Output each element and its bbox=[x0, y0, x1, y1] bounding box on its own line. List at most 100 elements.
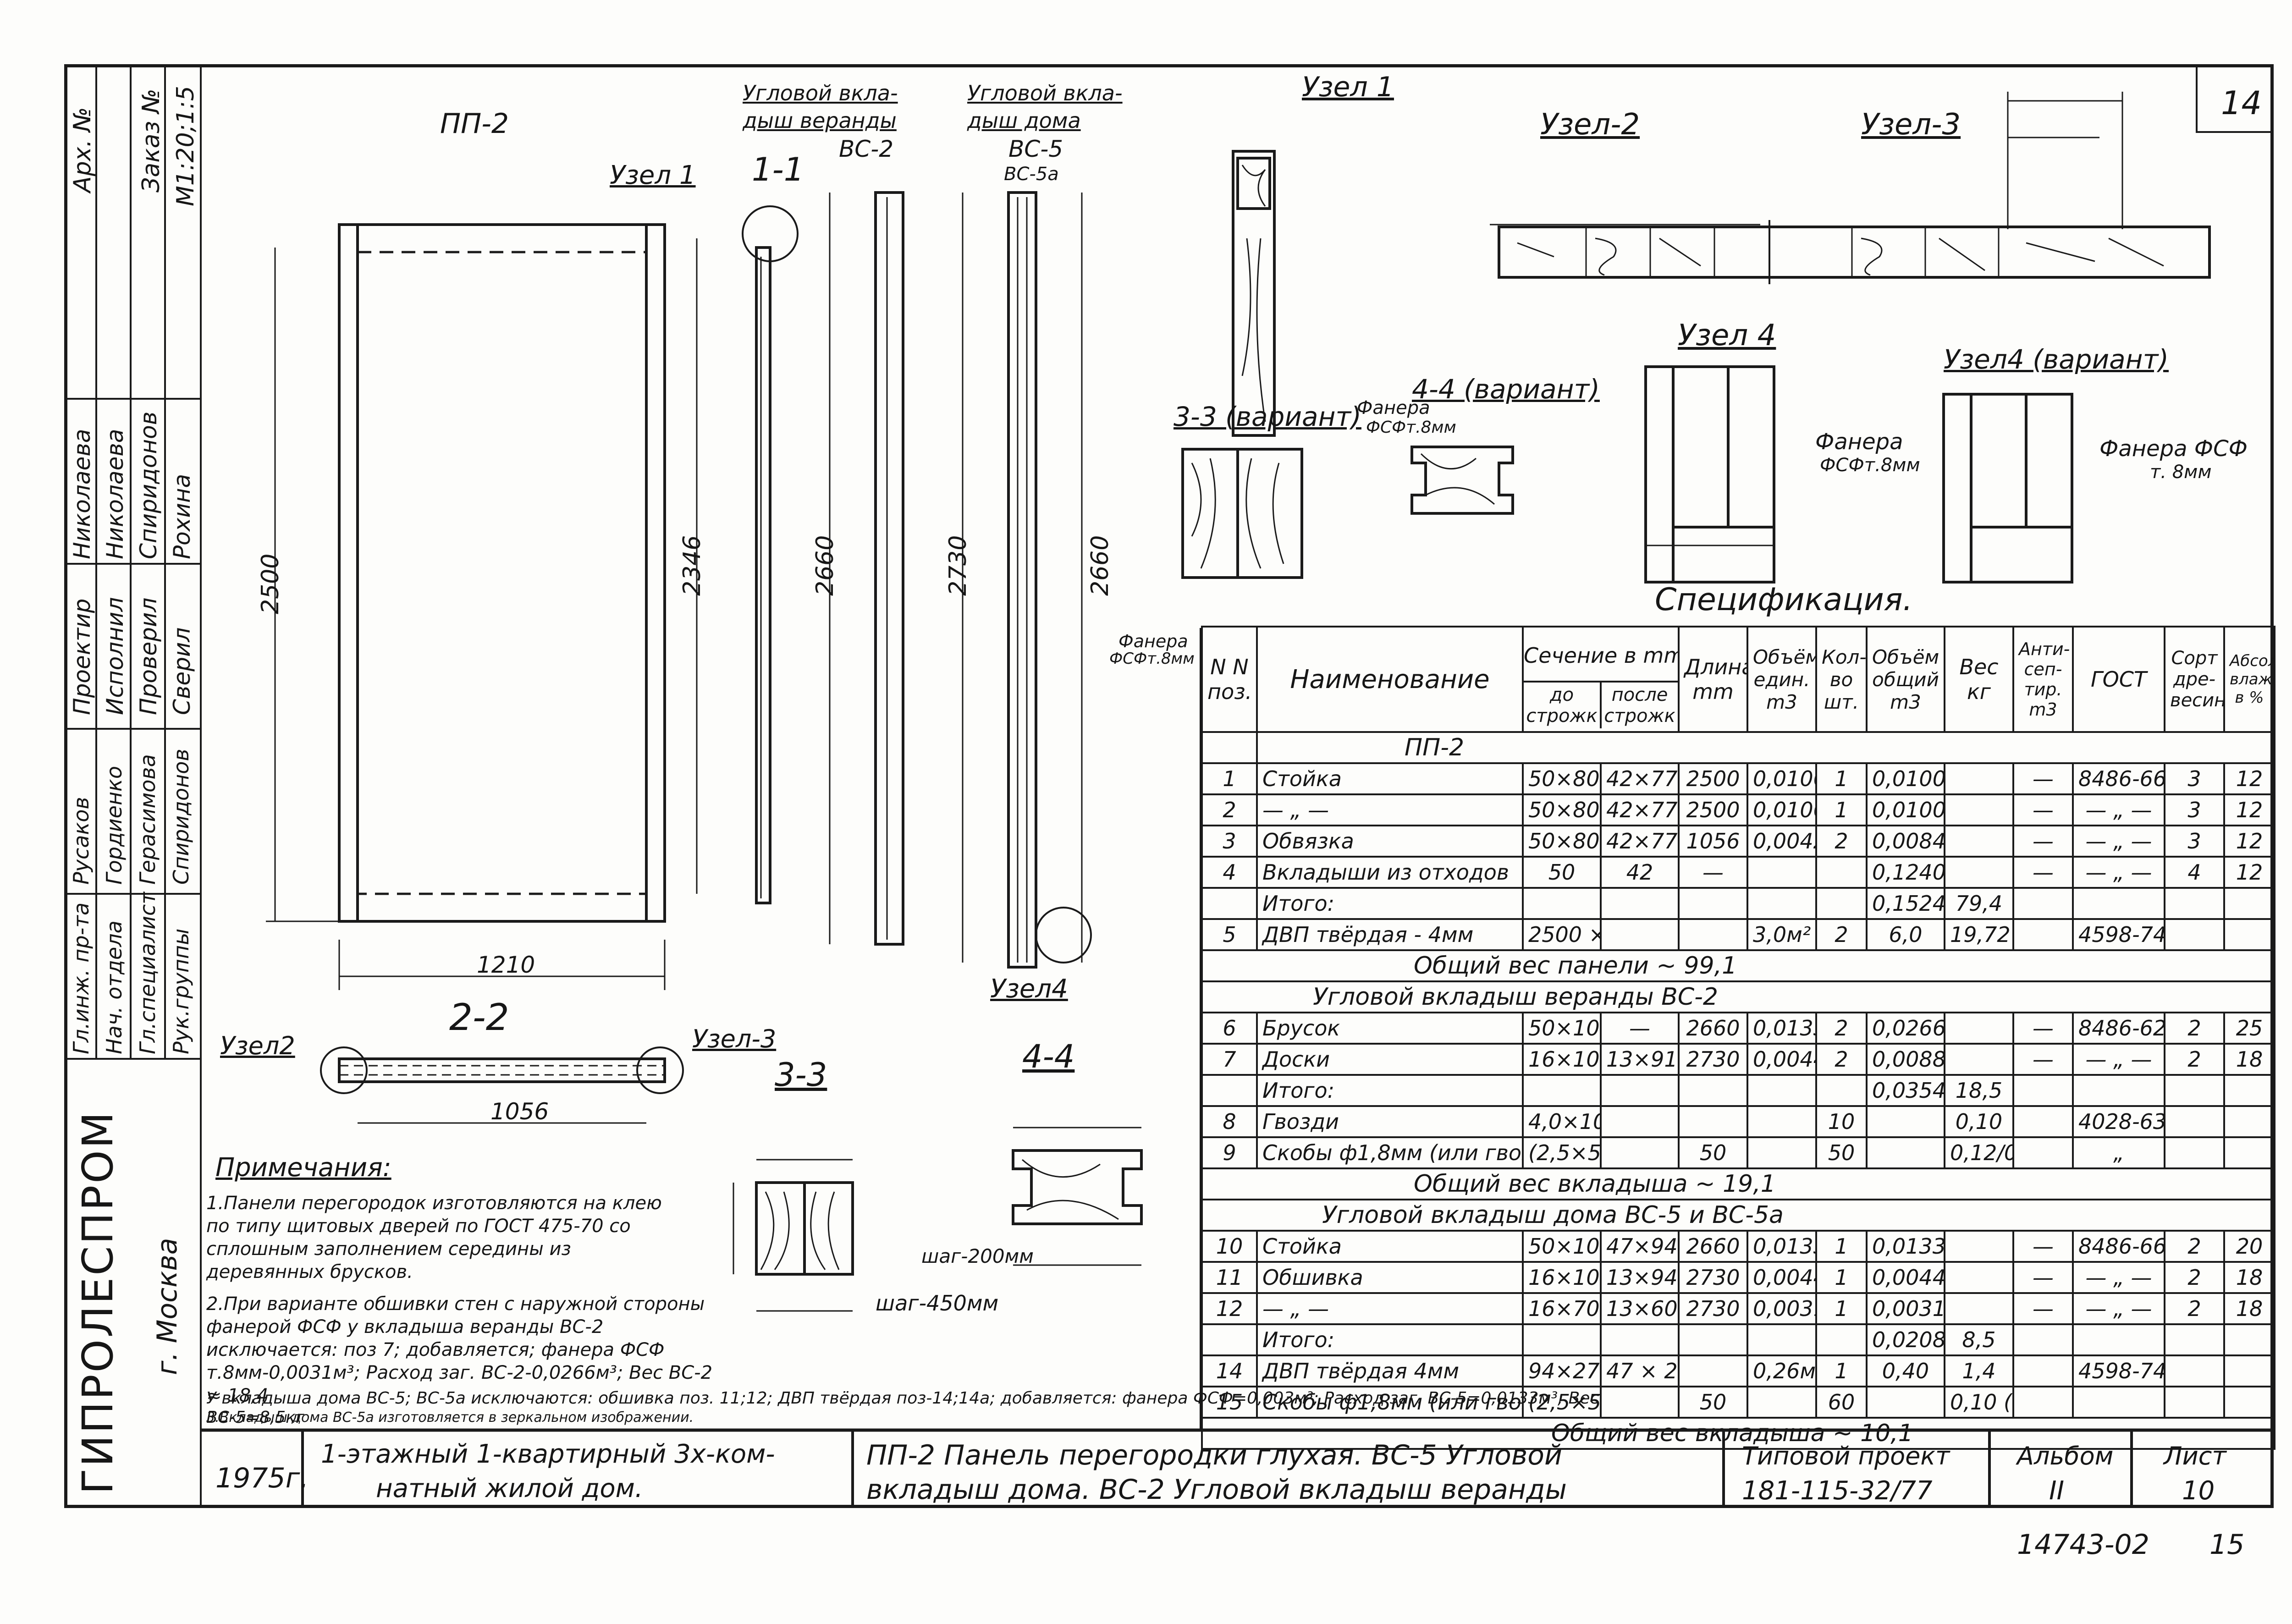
spec-cell: 12 bbox=[2223, 825, 2275, 858]
vc5-title-2: дыш дома bbox=[967, 108, 1081, 133]
spec-cell bbox=[1866, 1136, 1945, 1169]
spec-cell: 14 bbox=[1201, 1354, 1258, 1387]
role-row-2: Исполнил bbox=[102, 597, 128, 715]
spec-cell: 0,0354 bbox=[1866, 1074, 1945, 1107]
hdr-sort: Сорт дре-весин bbox=[2164, 626, 2225, 733]
spec-cell: 50 bbox=[1678, 1136, 1748, 1169]
spec-cell: 50 bbox=[1678, 1386, 1748, 1419]
spec-cell: — „ — bbox=[1256, 1292, 1524, 1325]
spec-cell: 5 bbox=[1201, 918, 1258, 951]
spec-cell: — „ — bbox=[2072, 1292, 2165, 1325]
spec-cell bbox=[1944, 1012, 2014, 1045]
spec-cell bbox=[2223, 1386, 2275, 1419]
total-vc5: Общий вес вкладыша ~ 10,1 bbox=[1201, 1417, 2275, 1450]
dim-2500: 2500 bbox=[257, 553, 284, 614]
spec-cell: 16×100 bbox=[1522, 1261, 1602, 1294]
spec-cell: 1 bbox=[1815, 1354, 1868, 1387]
spec-cell: 20 bbox=[2223, 1230, 2275, 1263]
spec-cell bbox=[1678, 1074, 1748, 1107]
spec-cell: 0,0031 bbox=[1747, 1292, 1817, 1325]
album-value: II bbox=[2049, 1476, 2065, 1506]
spec-cell: Стойка bbox=[1256, 762, 1524, 795]
vc2-title-2: дыш веранды bbox=[743, 108, 897, 133]
spec-cell: 10 bbox=[1201, 1230, 1258, 1263]
spec-rows-3: 10Стойка50×10047×9426600,013310,0133—848… bbox=[1201, 1230, 2275, 1419]
spec-cell: 9 bbox=[1201, 1136, 1258, 1169]
spec-cell: 47×94 bbox=[1600, 1230, 1680, 1263]
role-row-4: Сверил bbox=[169, 627, 195, 715]
fsf-label-1: ФСФт.8мм bbox=[1366, 418, 1456, 437]
spec-cell: 12 bbox=[2223, 793, 2275, 826]
spec-cell: 3 bbox=[2164, 762, 2225, 795]
spec-cell: Итого: bbox=[1256, 1074, 1524, 1107]
spec-cell: 6,0 bbox=[1866, 918, 1945, 951]
spec-cell bbox=[2164, 1323, 2225, 1356]
spec-cell: 42×77 bbox=[1600, 825, 1680, 858]
spec-row: 11Обшивка16×10013×9427300,004410,0044—— … bbox=[1201, 1261, 2275, 1294]
sheet-value: 10 bbox=[2182, 1476, 2215, 1506]
spec-cell: Брусок bbox=[1256, 1012, 1524, 1045]
fanera-label-1: Фанера bbox=[1357, 397, 1430, 418]
spec-cell: 50×80 bbox=[1522, 762, 1602, 795]
spec-cell: 0,0133 bbox=[1866, 1230, 1945, 1263]
spec-cell bbox=[1522, 1074, 1602, 1107]
spec-rows-2: 6Брусок50×100—26600,013320,0266—8486-622… bbox=[1201, 1012, 2275, 1169]
org-city: г. Москва bbox=[151, 1238, 183, 1375]
spec-cell: Стойка bbox=[1256, 1230, 1524, 1263]
vc5-code: ВС-5 bbox=[1008, 136, 1063, 162]
spec-cell: 50 bbox=[1522, 856, 1602, 889]
spec-cell: ДВП твёрдая - 4мм bbox=[1256, 918, 1524, 951]
sheet-number-box bbox=[2196, 64, 2274, 133]
section-3-3-label: 3-3 bbox=[775, 1056, 827, 1094]
role-name-3: Спиридонов bbox=[135, 411, 162, 559]
spec-cell: 1 bbox=[1815, 793, 1868, 826]
hdr-gost: ГОСТ bbox=[2072, 626, 2165, 733]
project-number: 181-115-32/77 bbox=[1742, 1476, 1933, 1506]
spec-cell: — bbox=[2012, 1043, 2074, 1076]
sheet-title-2: вкладыш дома. ВС-2 Угловой вкладыш веран… bbox=[866, 1474, 1567, 1506]
spec-cell: 8486-62 bbox=[2072, 1012, 2165, 1045]
spec-cell bbox=[2012, 887, 2074, 920]
spec-row: 1Стойка50×8042×7725000,010010,0100—8486-… bbox=[1201, 762, 2275, 795]
spec-cell: 6 bbox=[1201, 1012, 1258, 1045]
role-lead-1: Гл.инж. пр-та bbox=[69, 902, 94, 1054]
spec-cell: 10 bbox=[1815, 1105, 1868, 1138]
section-1-1-label: 1-1 bbox=[752, 151, 804, 188]
spec-cell bbox=[2223, 1323, 2275, 1356]
fanera-fsf-label: Фанера ФСФ bbox=[2099, 436, 2248, 462]
org-name: ГИПРОЛЕСПРОМ bbox=[73, 1110, 122, 1494]
spec-cell bbox=[1944, 1230, 2014, 1263]
role-name-4: Рохина bbox=[169, 473, 195, 559]
spec-cell: 2660 bbox=[1678, 1230, 1748, 1263]
spec-cell: 2730 bbox=[1678, 1043, 1748, 1076]
uzel1-title: Узел 1 bbox=[1302, 71, 1394, 103]
shag450-label: шаг-450мм bbox=[876, 1291, 999, 1316]
spec-cell: 50×80 bbox=[1522, 793, 1602, 826]
role-row-1: Проектир bbox=[69, 598, 95, 715]
spec-cell: 2 bbox=[2164, 1043, 2225, 1076]
hdr-name: Наименование bbox=[1256, 626, 1524, 733]
spec-cell bbox=[1600, 1386, 1680, 1419]
spec-cell bbox=[2223, 1105, 2275, 1138]
spec-cell: 0,0133 bbox=[1747, 1012, 1817, 1045]
spec-cell: 1 bbox=[1815, 762, 1868, 795]
spec-cell: 2730 bbox=[1678, 1261, 1748, 1294]
spec-cell: 0,0133 bbox=[1747, 1230, 1817, 1263]
spec-cell: 0,0044 bbox=[1747, 1261, 1817, 1294]
spec-cell: 42×77 bbox=[1600, 793, 1680, 826]
vc5a-code: ВС-5а bbox=[1004, 164, 1059, 185]
spec-cell: 4,0×100 bbox=[1522, 1105, 1602, 1138]
role-lead-2: Нач. отдела bbox=[102, 920, 127, 1054]
group-vc2: Угловой вкладыш веранды ВС-2 bbox=[1201, 980, 2275, 1013]
spec-cell: „ bbox=[2072, 1136, 2165, 1169]
spec-cell bbox=[1747, 1074, 1817, 1107]
spec-cell: 60 bbox=[1815, 1386, 1868, 1419]
vc2-title-1: Угловой вкла- bbox=[743, 81, 898, 105]
spec-cell: 7 bbox=[1201, 1043, 1258, 1076]
spec-cell: 1056 bbox=[1678, 825, 1748, 858]
hdr-pos: N N поз. bbox=[1201, 626, 1258, 733]
